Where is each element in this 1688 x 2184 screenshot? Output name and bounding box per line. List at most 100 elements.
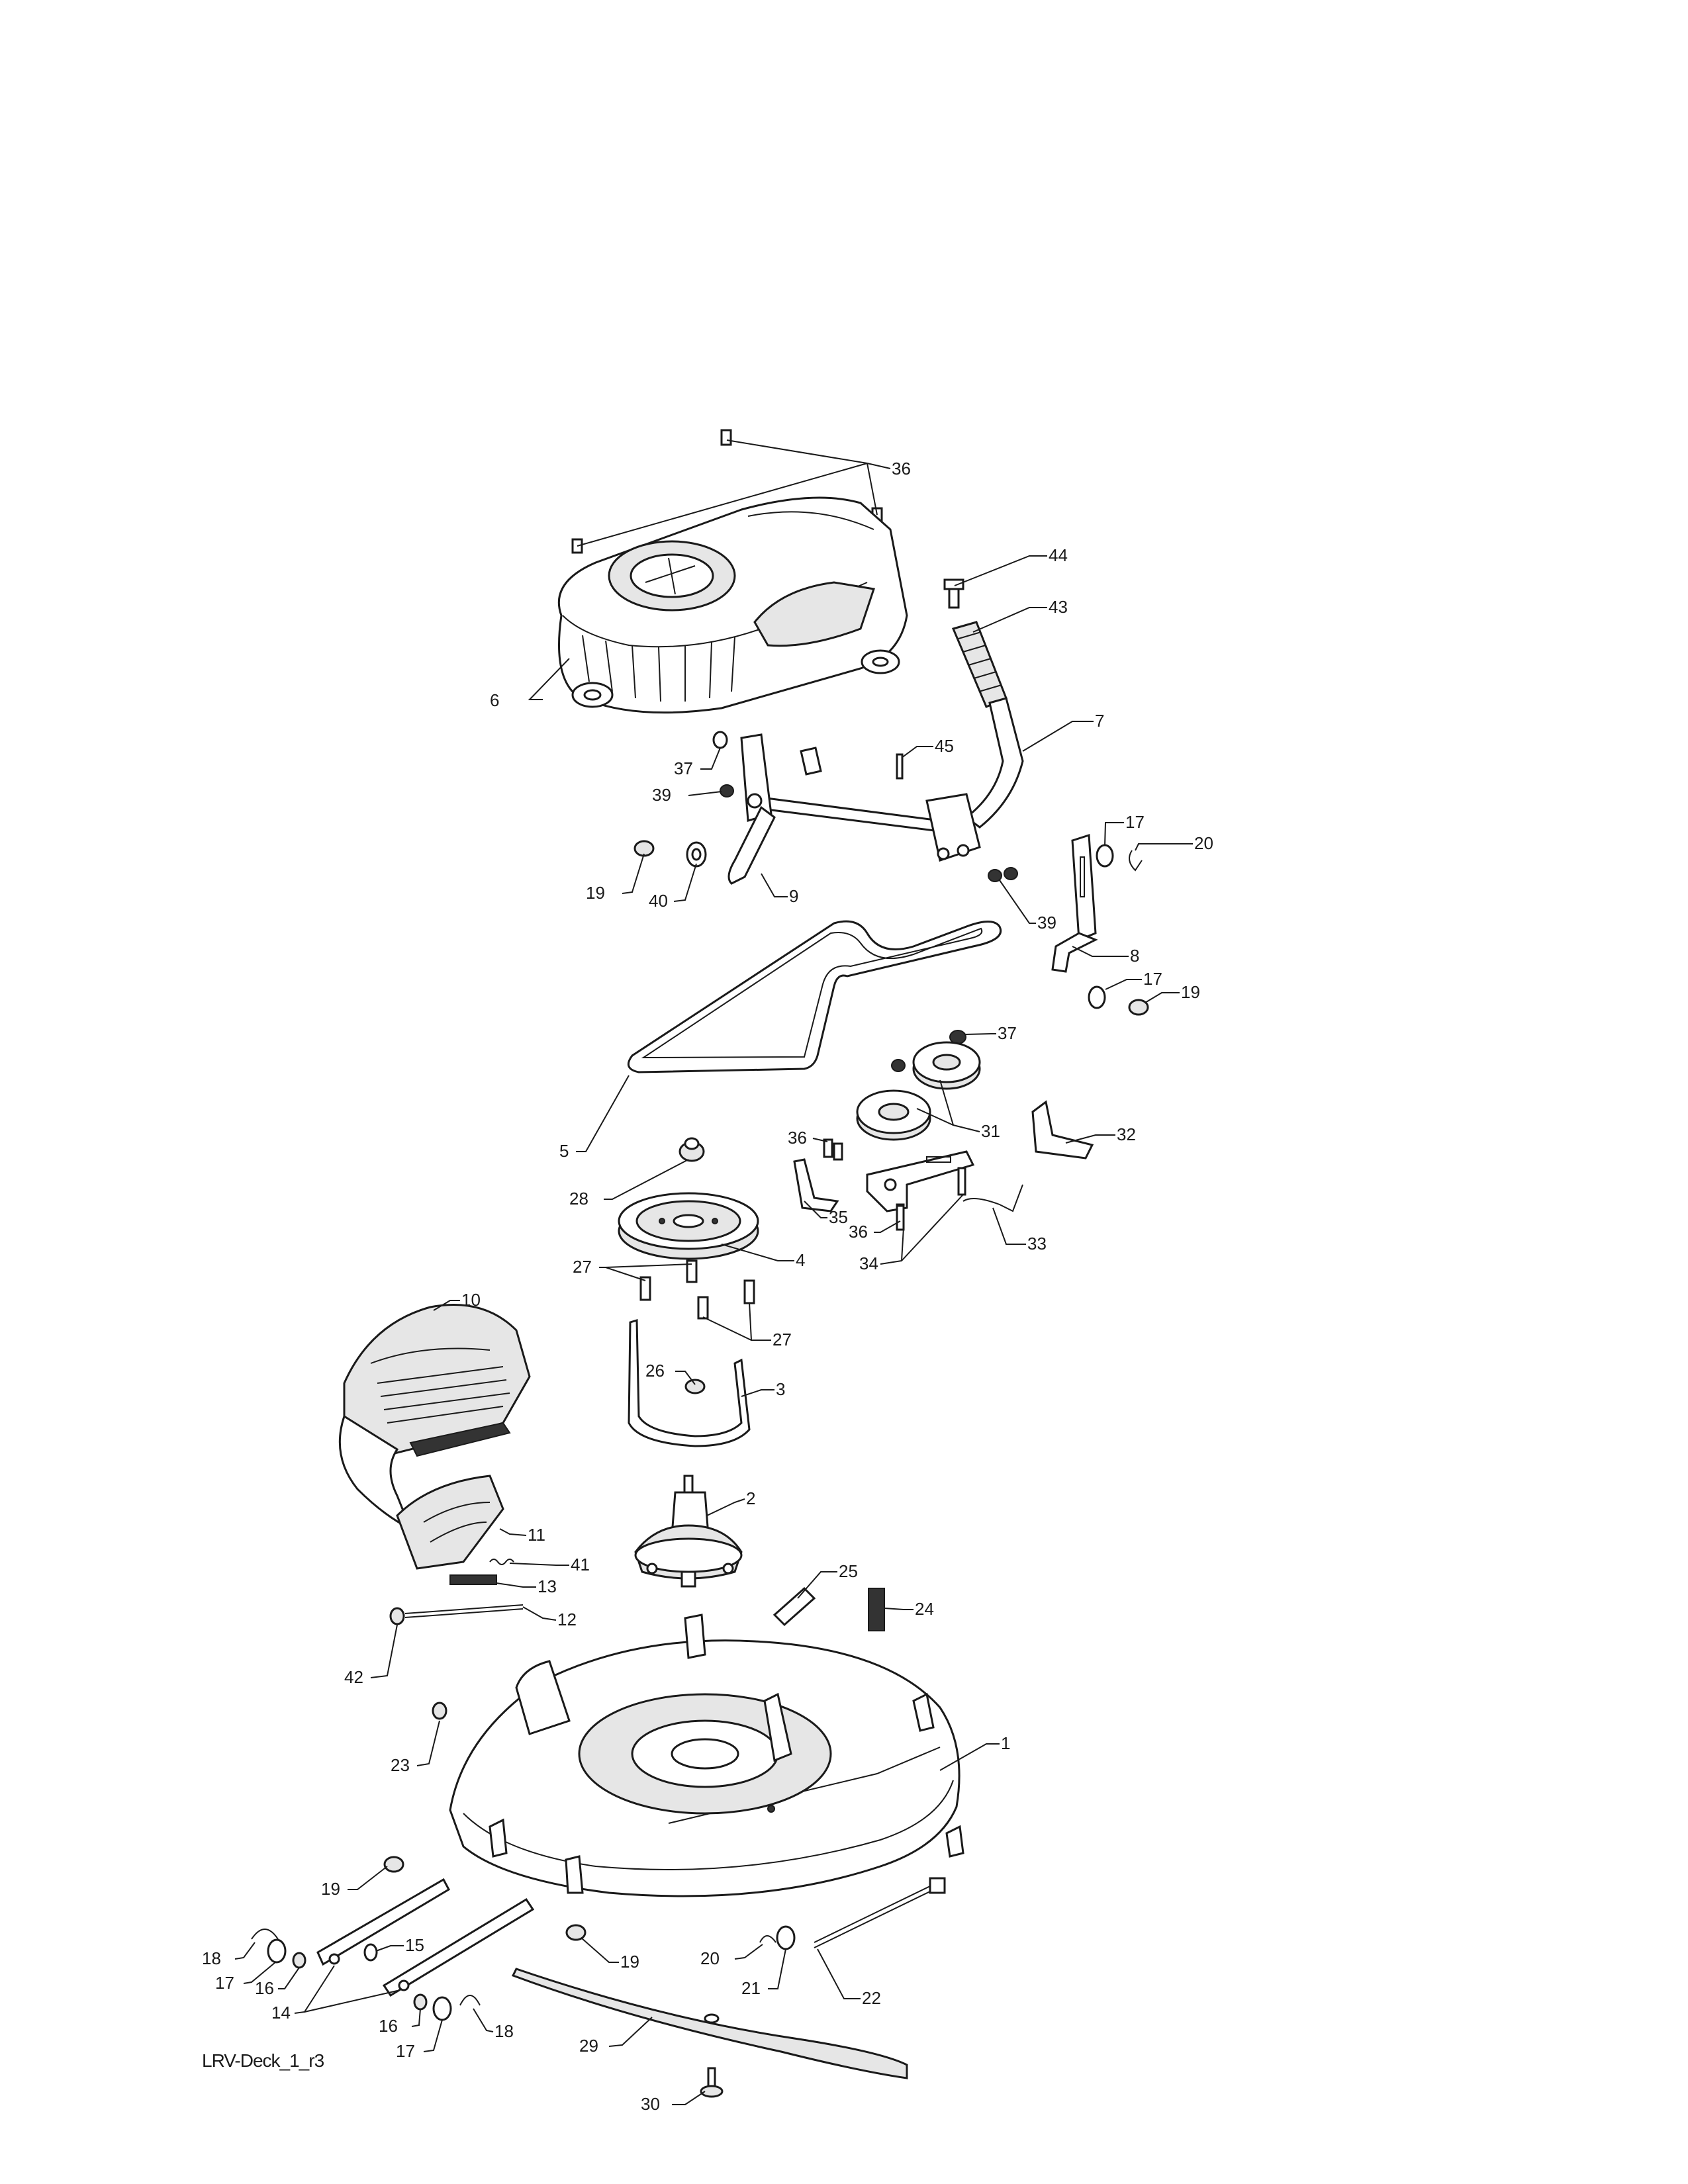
- pin-18-right: [459, 1995, 481, 2006]
- leader-17a: [1104, 822, 1124, 846]
- leader-13: [496, 1582, 536, 1588]
- leader-32: [1065, 1134, 1115, 1144]
- leader-23: [416, 1720, 440, 1766]
- nut-26: [684, 1379, 706, 1394]
- bolts-27-left: [639, 1259, 698, 1301]
- leader-14b: [304, 1990, 398, 2013]
- spacer-16-right: [413, 1993, 428, 2011]
- leader-34b: [901, 1194, 964, 1261]
- callout-16: 16: [255, 1978, 274, 1998]
- callout-40: 40: [649, 891, 668, 911]
- leader-27a: [599, 1267, 646, 1281]
- leader-41: [509, 1563, 569, 1566]
- callout-11: 11: [528, 1525, 545, 1545]
- callout-5: 5: [559, 1141, 569, 1161]
- spring-13: [449, 1574, 497, 1585]
- lift-lever-7: [760, 697, 1024, 862]
- washer-40: [686, 841, 707, 868]
- leader-36c: [874, 1220, 901, 1233]
- callout-17: 17: [1125, 812, 1145, 832]
- leader-39b: [999, 880, 1036, 924]
- diagram-id: LRV-Deck_1_r3: [202, 2050, 324, 2071]
- callout-44: 44: [1049, 545, 1068, 565]
- leader-20b: [734, 1944, 763, 1960]
- leader-18b: [473, 2008, 494, 2032]
- callout-21: 21: [741, 1978, 761, 1998]
- leader-43: [972, 607, 1047, 633]
- spacer-16-left: [292, 1952, 306, 1969]
- leader-37a: [700, 747, 721, 770]
- washer-17-upper: [1096, 844, 1114, 868]
- leader-26: [675, 1371, 696, 1385]
- leader-6: [528, 658, 570, 700]
- washer-21: [776, 1925, 796, 1950]
- leader-34: [880, 1227, 904, 1265]
- leader-17b: [1105, 979, 1142, 990]
- leader-42: [370, 1624, 398, 1678]
- bolt-36-mid: [823, 1138, 843, 1161]
- callout-13: 13: [538, 1576, 557, 1596]
- callout-12: 12: [557, 1610, 577, 1629]
- idler-arm-34: [866, 1150, 975, 1231]
- callout-23: 23: [391, 1755, 410, 1775]
- callout-1: 1: [1001, 1733, 1010, 1753]
- belt-cover-6: [557, 496, 908, 714]
- callout-17: 17: [215, 1973, 234, 1993]
- leader-36b: [812, 1138, 828, 1142]
- callout-35: 35: [829, 1207, 848, 1227]
- leader-19b: [1145, 992, 1180, 1003]
- leader-16a: [278, 1967, 300, 1989]
- callout-19: 19: [1181, 982, 1200, 1002]
- callout-45: 45: [935, 736, 954, 756]
- bolt-36-low: [896, 1205, 905, 1231]
- belt-keeper-3: [628, 1318, 751, 1447]
- callout-7: 7: [1095, 711, 1104, 731]
- leader-21: [768, 1948, 786, 1989]
- washer-17-right: [432, 1996, 452, 2021]
- leader-40: [673, 863, 697, 902]
- nut-37-upper: [712, 731, 728, 749]
- leader-28: [604, 1159, 689, 1200]
- pin-18-left: [251, 1929, 279, 1940]
- spring-41: [489, 1559, 514, 1565]
- leader-31b: [939, 1079, 954, 1126]
- leader-27b: [702, 1316, 771, 1341]
- leader-19c: [348, 1866, 388, 1890]
- nut-28: [679, 1137, 705, 1162]
- belt-guide-32: [1031, 1100, 1094, 1160]
- callout-31: 31: [981, 1121, 1000, 1141]
- leader-11: [499, 1528, 527, 1536]
- washer-17-mid: [1088, 985, 1106, 1009]
- spindle-pulley-4: [618, 1192, 759, 1260]
- spring-24: [868, 1588, 885, 1631]
- callout-27: 27: [773, 1330, 792, 1349]
- callout-37: 37: [674, 758, 693, 778]
- callout-36: 36: [788, 1128, 807, 1148]
- callout-22: 22: [862, 1988, 881, 2008]
- nut-42: [389, 1607, 405, 1625]
- callout-42: 42: [344, 1667, 363, 1687]
- leader-8: [1072, 946, 1129, 957]
- grip-43: [951, 621, 1008, 708]
- leader-3: [741, 1389, 774, 1397]
- blade-29: [511, 1968, 908, 2079]
- rod-22: [814, 1877, 946, 1948]
- bushing-15: [363, 1943, 378, 1962]
- callout-19: 19: [620, 1952, 639, 1972]
- callout-27: 27: [573, 1257, 592, 1277]
- callout-19: 19: [321, 1879, 340, 1899]
- callout-28: 28: [569, 1189, 588, 1208]
- leader-18a: [234, 1942, 256, 1960]
- nut-19-deck: [565, 1924, 586, 1941]
- callout-18: 18: [202, 1948, 221, 1968]
- callout-43: 43: [1049, 597, 1068, 617]
- callout-33: 33: [1027, 1234, 1047, 1253]
- leader-29: [608, 2017, 653, 2047]
- callout-6: 6: [490, 690, 499, 710]
- leader-7: [1022, 721, 1094, 752]
- callout-16: 16: [379, 2016, 398, 2036]
- nut-19-arm: [383, 1856, 404, 1873]
- spring-33: [962, 1184, 1023, 1212]
